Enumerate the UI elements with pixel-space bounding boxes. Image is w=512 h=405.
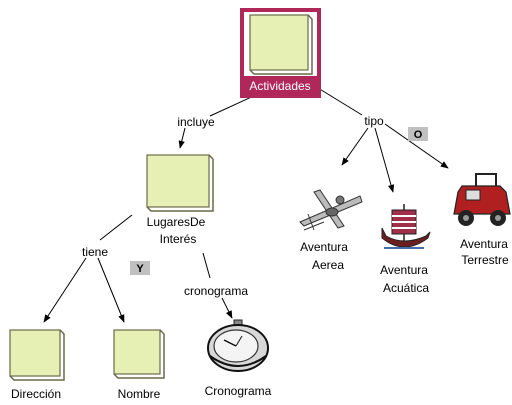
node-label-lugares-line1: LugaresDe [147,215,206,229]
node-actividades[interactable]: Actividades [240,8,321,98]
edge-tipo-terrestre [384,123,449,169]
node-label-nombre: Nombre [118,387,161,401]
node-label-terrestre-line1: Aventura [460,237,508,251]
edge-cronograma-reloj [221,297,233,319]
node-label-actividades: Actividades [249,79,310,93]
note-icon [9,329,61,377]
node-aventura-aerea[interactable]: Aventura Aerea [299,189,363,272]
node-label-acuatica-line2: Acuática [383,281,429,295]
badge-o-label: O [414,129,423,141]
edge-tiene-nombre [97,257,125,323]
edge-label-incluye: incluye [177,115,215,129]
node-label-aerea-line2: Aerea [312,258,344,272]
node-aventura-acuatica[interactable]: Aventura Acuática [380,204,431,295]
edge-label-tipo: tipo [364,114,384,128]
connectors [43,87,449,323]
node-label-terrestre-line2: Terrestre [461,253,509,267]
edge-incluye-lugares [178,127,186,149]
note-shadow [113,329,165,379]
badge-y-label: Y [136,263,144,275]
badge-o: O [408,127,428,141]
edge-tiene-direccion [43,257,87,323]
note-icon [113,329,161,375]
node-cronograma[interactable]: Cronograma [205,319,272,398]
node-label-direccion: Dirección [11,387,61,401]
edge-label-cronograma: cronograma [184,284,248,298]
note-shadow [249,14,313,75]
edge-lugares-cronograma [202,252,211,279]
node-nombre[interactable]: Nombre [113,329,165,401]
node-label-acuatica-line1: Aventura [380,263,428,277]
note-icon [249,14,309,71]
node-lugares-de-interes[interactable]: LugaresDe Interés [146,154,214,246]
edge-lugares-tiene [99,214,133,241]
node-direccion[interactable]: Dirección [9,329,65,401]
jeep-icon [453,173,511,226]
edge-label-tiene: tiene [82,245,108,259]
note-shadow [146,154,214,212]
airplane-icon [299,189,363,231]
node-label-lugares-line2: Interés [160,232,197,246]
note-icon [146,154,210,208]
edge-root-tipo [317,87,363,116]
node-label-cronograma: Cronograma [205,384,272,398]
node-aventura-terrestre[interactable]: Aventura Terrestre [453,173,511,267]
edge-tipo-acuatica [374,127,395,193]
viking-ship-icon [381,204,431,249]
note-shadow [9,329,65,381]
badge-y: Y [130,261,150,275]
stopwatch-icon [207,319,269,372]
node-label-aerea-line1: Aventura [300,240,348,254]
node-label-highlight [242,76,319,94]
edge-tipo-aerea [341,127,369,166]
